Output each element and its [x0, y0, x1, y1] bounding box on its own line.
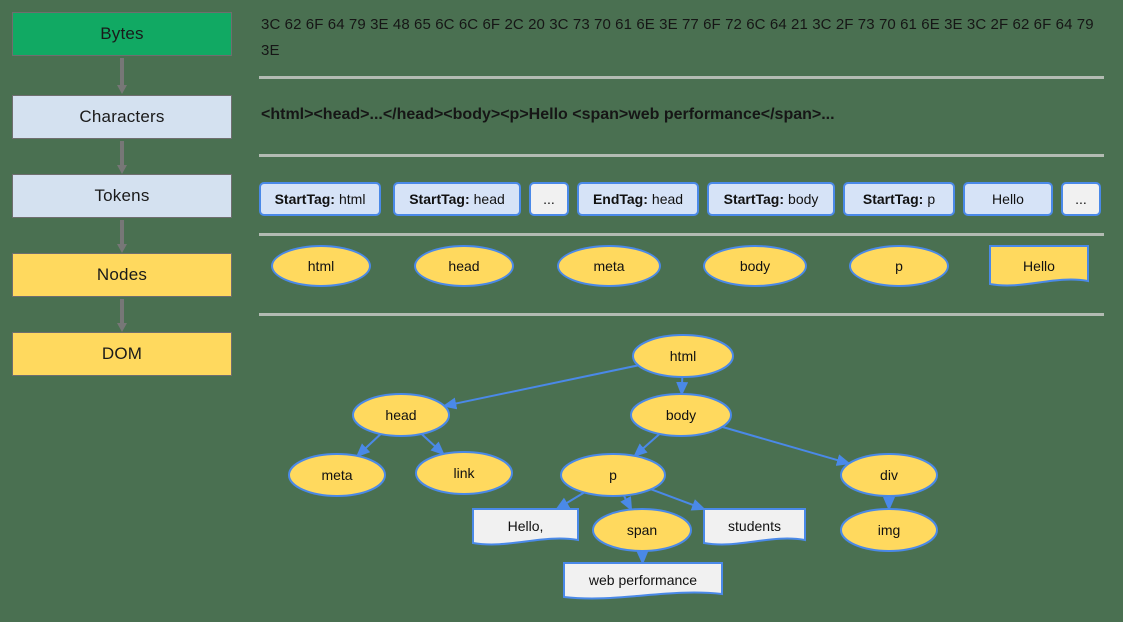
tree-edge	[721, 425, 851, 466]
separator-4	[259, 313, 1104, 316]
node-chip[interactable]: body	[703, 245, 807, 287]
tree-node[interactable]: html	[632, 334, 734, 378]
pipeline-stage-characters[interactable]: Characters	[12, 95, 232, 139]
pipeline-stage-tokens[interactable]: Tokens	[12, 174, 232, 218]
tree-node[interactable]: div	[840, 453, 938, 497]
token-chip[interactable]: StartTag:html	[259, 182, 381, 216]
tree-edge	[555, 491, 585, 511]
node-label: p	[895, 258, 903, 274]
tree-node-label: html	[670, 348, 696, 364]
tree-node-label: div	[880, 467, 898, 483]
token-chip[interactable]: StartTag:head	[393, 182, 521, 216]
node-chip[interactable]: html	[271, 245, 371, 287]
token-value: head	[651, 191, 684, 207]
node-label: meta	[593, 258, 625, 274]
tree-edge	[355, 433, 382, 458]
token-value: body	[788, 191, 819, 207]
tree-node[interactable]: span	[592, 508, 692, 552]
tree-edge	[650, 488, 706, 511]
tree-edge	[442, 364, 639, 410]
tree-edge	[620, 495, 633, 512]
node-label: head	[448, 258, 480, 274]
tree-edge	[633, 433, 661, 458]
tree-node[interactable]: body	[630, 393, 732, 437]
token-value: ...	[1075, 191, 1087, 207]
token-value: head	[473, 191, 505, 207]
node-chip[interactable]: p	[849, 245, 949, 287]
node-chip[interactable]: head	[414, 245, 514, 287]
token-chip[interactable]: StartTag:p	[843, 182, 955, 216]
tree-edge	[420, 433, 445, 456]
characters-markup-text: <html><head>...</head><body><p>Hello <sp…	[261, 106, 835, 123]
node-chip[interactable]: meta	[557, 245, 661, 287]
node-label: body	[739, 258, 771, 274]
bytes-hex-text: 3C 62 6F 64 79 3E 48 65 6C 6C 6F 2C 20 3…	[261, 16, 1094, 59]
tree-text-node[interactable]: Hello,	[472, 508, 579, 546]
tree-node[interactable]: head	[352, 393, 450, 437]
tree-node[interactable]: meta	[288, 453, 386, 497]
token-chip[interactable]: ...	[529, 182, 569, 216]
tree-node[interactable]: img	[840, 508, 938, 552]
token-value: Hello	[992, 191, 1024, 207]
pipeline-arrow-4	[117, 299, 127, 332]
separator-1	[259, 76, 1104, 79]
tree-node-label: p	[609, 467, 617, 483]
tree-node-label: head	[385, 407, 416, 423]
tree-node-label: students	[728, 518, 781, 534]
text-node-chip[interactable]: Hello	[989, 245, 1089, 291]
tree-node-label: img	[878, 522, 901, 538]
pipeline-stage-bytes[interactable]: Bytes	[12, 12, 232, 56]
pipeline-arrow-2	[117, 141, 127, 174]
token-chip[interactable]: StartTag:body	[707, 182, 835, 216]
token-value: p	[927, 191, 936, 207]
pipeline-arrow-3	[117, 220, 127, 253]
tree-node[interactable]: p	[560, 453, 666, 497]
pipeline-arrow-1	[117, 58, 127, 94]
token-value: html	[338, 191, 366, 207]
node-label: html	[307, 258, 335, 274]
node-label: Hello	[1023, 257, 1055, 274]
separator-2	[259, 154, 1104, 157]
tree-text-node[interactable]: web performance	[563, 562, 723, 600]
token-chip[interactable]: EndTag:head	[577, 182, 699, 216]
tree-node-label: web performance	[588, 572, 697, 588]
tree-node-label: meta	[321, 467, 352, 483]
token-kind: StartTag:	[862, 191, 924, 207]
pipeline-stage-nodes[interactable]: Nodes	[12, 253, 232, 297]
token-kind: StartTag:	[274, 191, 335, 207]
tree-node-label: body	[666, 407, 696, 423]
pipeline-stage-dom[interactable]: DOM	[12, 332, 232, 376]
token-kind: StartTag:	[723, 191, 785, 207]
tree-node-label: link	[453, 465, 475, 481]
separator-3	[259, 233, 1104, 236]
token-kind: StartTag:	[409, 191, 470, 207]
tree-node-label: span	[627, 522, 657, 538]
token-kind: EndTag:	[592, 191, 648, 207]
token-chip[interactable]: ...	[1061, 182, 1101, 216]
token-chip[interactable]: Hello	[963, 182, 1053, 216]
tree-text-node[interactable]: students	[703, 508, 806, 546]
token-value: ...	[543, 191, 555, 207]
tree-edge	[676, 376, 689, 397]
tree-node[interactable]: link	[415, 451, 513, 495]
tree-node-label: Hello,	[508, 518, 544, 534]
